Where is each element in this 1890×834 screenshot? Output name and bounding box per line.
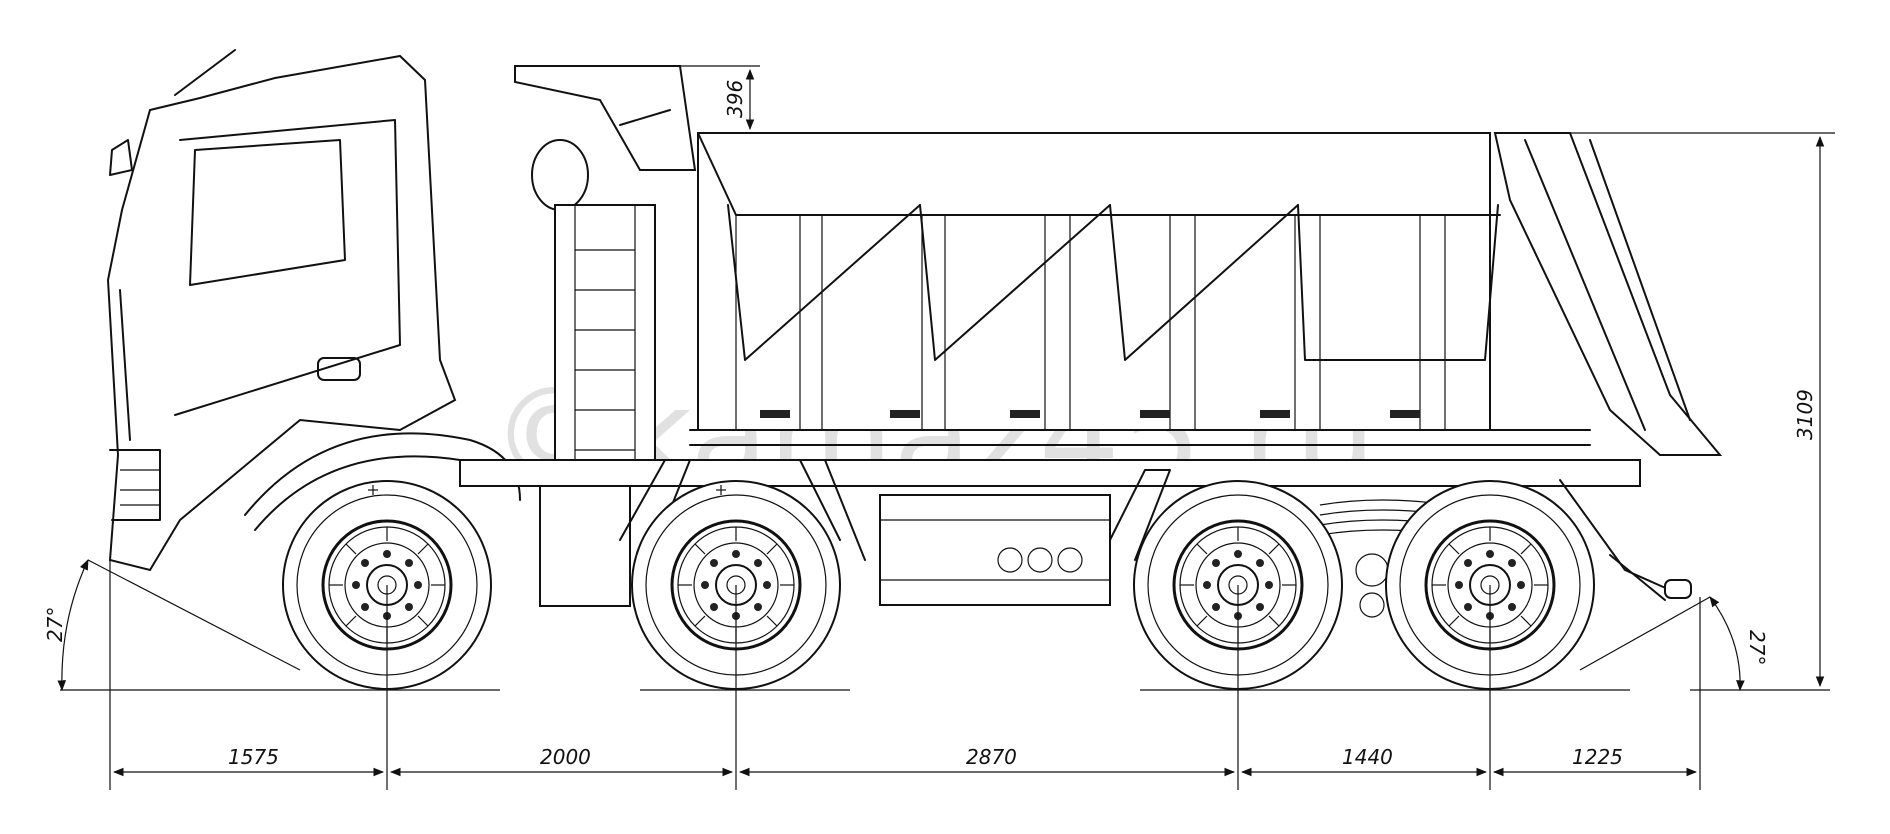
wheelbase-1-2-label: 2000 [540, 745, 591, 769]
departure-angle [1579, 596, 1745, 790]
cab [106, 49, 521, 572]
rear-overhang-label: 1225 [1572, 745, 1623, 769]
approach-angle [57, 559, 301, 790]
height-dimension [1520, 132, 1835, 688]
approach-angle-label: 27° [43, 607, 67, 642]
length-dimensions [112, 585, 1698, 790]
departure-angle-label: 27° [1745, 630, 1769, 665]
chassis-frame [459, 459, 1692, 618]
headboard-dimension [680, 65, 760, 131]
wheelbase-3-4-label: 1440 [1342, 745, 1393, 769]
wheelbase-2-3-label: 2870 [966, 745, 1017, 769]
headboard-label: 396 [723, 80, 747, 118]
height-label: 3109 [1793, 389, 1817, 440]
dump-body [514, 65, 1723, 461]
axle-center-marks [368, 485, 726, 495]
front-overhang-label: 1575 [228, 745, 279, 769]
